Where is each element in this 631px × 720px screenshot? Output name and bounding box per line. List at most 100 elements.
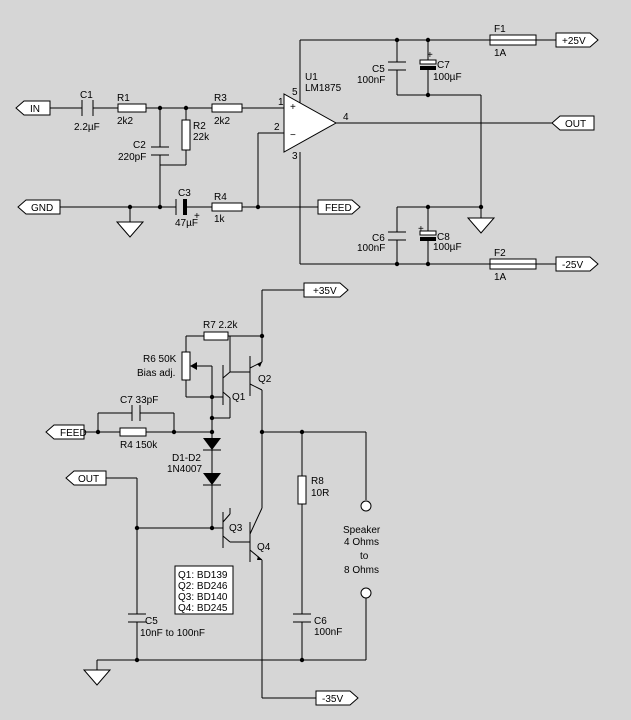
c6b-ref: C6: [314, 616, 327, 627]
c1-value: 2.2µF: [74, 122, 100, 133]
pin-1: 1: [278, 97, 284, 108]
fuse-f1: F1 1A: [489, 24, 537, 59]
r3-value: 2k2: [214, 116, 231, 127]
r1-ref: R1: [117, 93, 130, 104]
c3-ref: C3: [178, 188, 191, 199]
capacitor-c6-top: C6 100nF: [357, 231, 406, 254]
resistor-r1: R1 2k2: [117, 93, 147, 127]
diode-d2: [203, 473, 221, 486]
r1-value: 2k2: [117, 116, 134, 127]
opamp-u1: + − 1 2 3 4 5 U1 LM1875: [274, 72, 349, 162]
f1-value: 1A: [494, 48, 507, 59]
opamp-minus-sign: −: [290, 130, 296, 141]
diode-d1: [203, 438, 221, 451]
resistor-r2: R2 22k: [181, 119, 210, 151]
r8-ref: R8: [311, 476, 324, 487]
q1-label: Q1: [232, 392, 246, 403]
pin-3: 3: [292, 151, 298, 162]
port-pos35-label: +35V: [313, 286, 337, 297]
c8-ref: C8: [437, 232, 450, 243]
capacitor-c2: C2 220pF: [118, 140, 169, 163]
ground-symbol-3: [82, 669, 112, 686]
d12-ref: D1-D2: [172, 453, 201, 464]
resistor-r7: R7 2.2k: [203, 320, 238, 341]
c5a-value: 100nF: [357, 75, 385, 86]
legend-q2: Q2: BD246: [178, 581, 228, 592]
r4a-ref: R4: [214, 192, 227, 203]
r2-value: 22k: [193, 132, 210, 143]
speaker-line-1: Speaker: [343, 525, 381, 536]
port-in: IN: [15, 100, 51, 116]
c7a-polarity: +: [427, 50, 433, 61]
c5b-value: 10nF to 100nF: [140, 628, 205, 639]
d12-value: 1N4007: [167, 464, 202, 475]
ground-symbol-2: [466, 217, 496, 234]
port-gnd-label: GND: [31, 203, 53, 214]
capacitor-c7-top: + C7 100µF: [419, 50, 462, 83]
port-neg25: -25V: [555, 256, 599, 272]
q3-label: Q3: [229, 523, 243, 534]
c5b-ref: C5: [145, 616, 158, 627]
q4-label: Q4: [257, 542, 271, 553]
u1-value: LM1875: [305, 83, 342, 94]
c6b-value: 100nF: [314, 627, 342, 638]
c8-value: 100µF: [433, 242, 462, 253]
port-out-top-label: OUT: [565, 119, 586, 130]
c2-value: 220pF: [118, 152, 146, 163]
resistor-r4-1k: R4 1k: [211, 192, 243, 225]
c7b-ref: C7 33pF: [120, 395, 158, 406]
legend-q4: Q4: BD245: [178, 603, 228, 614]
r6-ref: R6 50K: [143, 354, 177, 365]
pin-4: 4: [343, 112, 349, 123]
port-pos35: +35V: [303, 282, 349, 298]
port-neg35: -35V: [315, 690, 359, 706]
port-feed-top-label: FEED: [325, 203, 352, 214]
resistor-r3: R3 2k2: [211, 93, 243, 127]
port-feed-bottom: FEED: [45, 424, 87, 440]
port-out-top: OUT: [551, 115, 595, 131]
port-pos25-label: +25V: [562, 36, 586, 47]
port-feed-bottom-label: FEED: [60, 428, 87, 439]
legend-q1: Q1: BD139: [178, 570, 228, 581]
capacitor-c8: + C8 100µF: [418, 224, 462, 253]
fuse-f2: F2 1A: [489, 248, 537, 283]
c7a-value: 100µF: [433, 72, 462, 83]
transistor-q4: Q4: [249, 507, 271, 562]
c3-polarity: +: [194, 211, 200, 222]
c7a-ref: C7: [437, 60, 450, 71]
r4b-ref: R4 150k: [120, 440, 158, 451]
q2-label: Q2: [258, 374, 272, 385]
u1-ref: U1: [305, 72, 318, 83]
r8-value: 10R: [311, 488, 329, 499]
c6a-value: 100nF: [357, 243, 385, 254]
r6-value: Bias adj.: [137, 368, 175, 379]
pin-5: 5: [292, 87, 298, 98]
r4a-value: 1k: [214, 214, 226, 225]
port-neg25-label: -25V: [562, 260, 583, 271]
f2-value: 1A: [494, 272, 507, 283]
c1-ref: C1: [80, 90, 93, 101]
transistor-q1: Q1: [222, 358, 246, 412]
port-out-bottom-label: OUT: [78, 474, 99, 485]
r2-ref: R2: [193, 121, 206, 132]
f2-ref: F2: [494, 248, 506, 259]
port-feed-top: FEED: [317, 199, 361, 215]
c3-value: 47µF: [175, 218, 198, 229]
port-pos25: +25V: [555, 32, 599, 48]
speaker-line-3: to: [360, 551, 369, 562]
r7-ref: R7 2.2k: [203, 320, 238, 331]
transistor-q2: Q2: [249, 356, 272, 396]
f1-ref: F1: [494, 24, 506, 35]
junctions-top: [127, 37, 484, 267]
c6a-ref: C6: [372, 233, 385, 244]
port-neg35-label: -35V: [322, 694, 343, 705]
junctions-bottom: [95, 333, 305, 663]
port-in-label: IN: [30, 104, 40, 115]
legend-q3: Q3: BD140: [178, 592, 228, 603]
c5a-ref: C5: [372, 64, 385, 75]
c2-ref: C2: [133, 140, 146, 151]
capacitor-c3: C3 47µF +: [175, 188, 200, 229]
r3-ref: R3: [214, 93, 227, 104]
speaker-terminals: Speaker 4 Ohms to 8 Ohms: [343, 500, 381, 599]
